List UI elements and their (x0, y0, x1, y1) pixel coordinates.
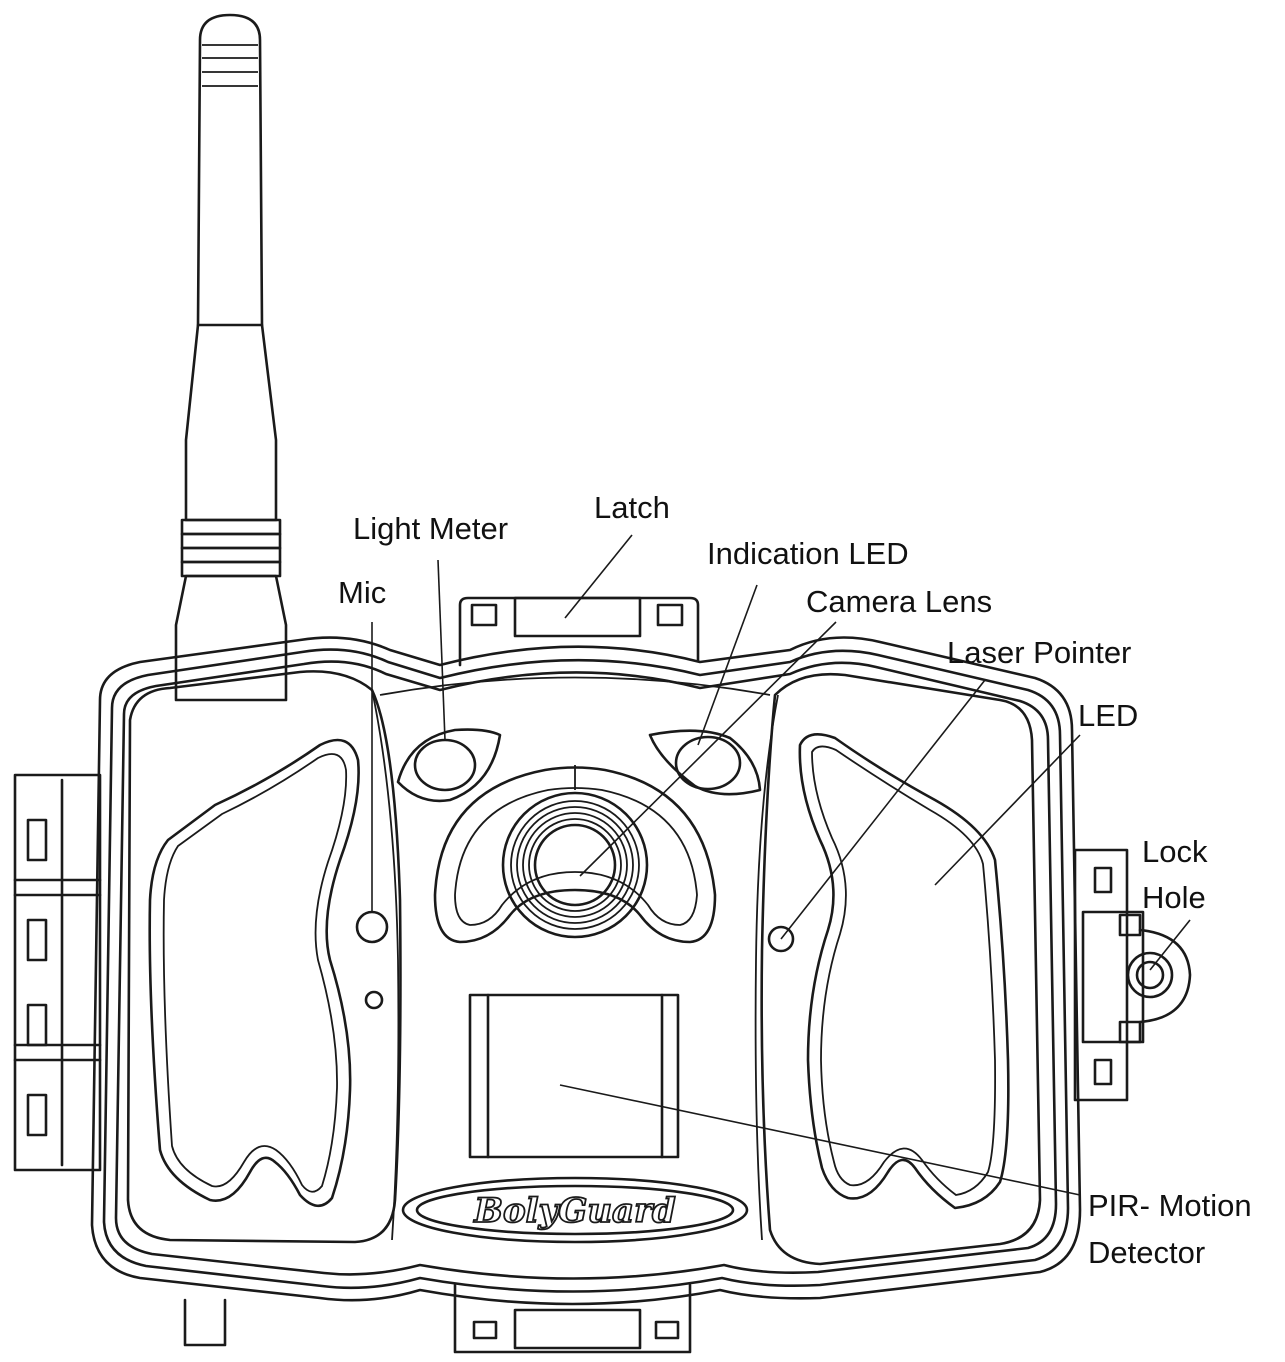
leader-lines (371, 534, 1191, 1196)
right-ir-panel (760, 672, 1042, 1266)
pir-window (468, 993, 680, 1159)
mic-label: Mic (338, 575, 387, 610)
latch-part (458, 596, 700, 667)
lens-housing (433, 765, 717, 944)
laser-pointer-label: Laser Pointer (947, 635, 1132, 670)
logo-text: BolyGuard (473, 1191, 676, 1231)
pir-label-line2: Detector (1088, 1235, 1206, 1270)
indication-led-label: Indication LED (707, 536, 909, 571)
bottom-latch (183, 1283, 692, 1354)
lock-bracket (1073, 848, 1192, 1102)
latch-label: Latch (594, 490, 670, 525)
left-hinge (13, 773, 102, 1172)
left-ir-panel (126, 670, 402, 1244)
camera-lens-label: Camera Lens (806, 584, 993, 619)
camera-housing (90, 636, 1082, 1306)
brand-logo: BolyGuard (401, 1176, 749, 1244)
center-panel (355, 676, 795, 1241)
pir-label-line1: PIR- Motion (1088, 1188, 1252, 1223)
light-meter-label: Light Meter (353, 511, 509, 546)
lock-hole-label-line1: Lock (1142, 834, 1208, 869)
lock-hole-label-line2: Hole (1142, 880, 1206, 915)
antenna (174, 13, 288, 702)
led-label: LED (1078, 698, 1139, 733)
